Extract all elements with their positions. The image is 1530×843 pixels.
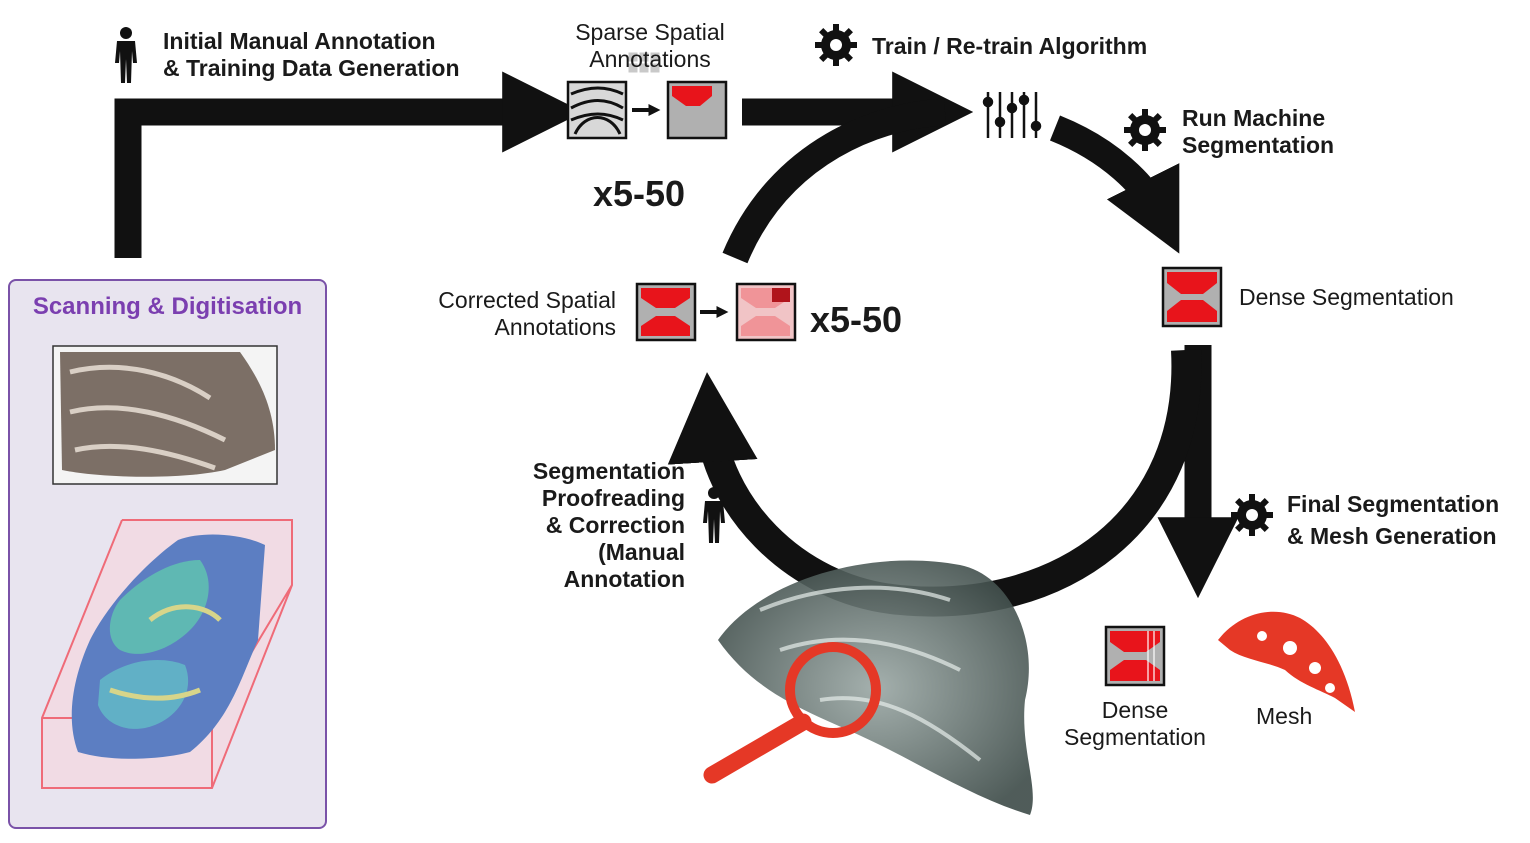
dense-segmentation-output-label: Dense Segmentation xyxy=(1050,697,1220,751)
proofreading-line-2: Proofreading xyxy=(541,485,685,511)
corrected-annotations-label: Corrected Spatial Annotations xyxy=(400,287,616,341)
sparse-label-thumbnail xyxy=(666,80,728,140)
mesh-label: Mesh xyxy=(1256,703,1313,729)
gear-icon-train xyxy=(815,24,857,66)
corrected-before-thumbnail xyxy=(635,282,697,342)
dense-segmentation-label: Dense Segmentation xyxy=(1239,284,1454,310)
sparse-scan-thumbnail xyxy=(566,80,628,140)
gear-icon-run xyxy=(1124,109,1166,151)
corrected-annotations-line-2: Annotations xyxy=(494,314,616,340)
run-machine-line-2: Segmentation xyxy=(1182,132,1335,158)
final-segmentation-label: Final Segmentation & Mesh Generation xyxy=(1287,488,1499,552)
initial-annotation-line-2: & Training Data Generation xyxy=(163,55,460,81)
proofreading-line-4: (Manual xyxy=(598,539,685,565)
corrected-after-thumbnail xyxy=(735,282,797,342)
multiplier-top: x5-50 xyxy=(593,173,686,214)
sparse-annotations-line-2: Annotations xyxy=(589,46,711,72)
dense-segmentation-thumbnail xyxy=(1161,266,1223,328)
input-arrow xyxy=(114,71,584,258)
proofreading-line-1: Segmentation xyxy=(532,458,685,484)
retrain-arc xyxy=(722,98,946,264)
final-segmentation-line-1: Final Segmentation xyxy=(1287,491,1500,517)
proofreading-label: Segmentation Proofreading & Correction (… xyxy=(470,458,685,593)
proofreading-line-5: Annotation xyxy=(563,566,685,592)
dense-output-line-2: Segmentation xyxy=(1064,724,1206,750)
sparse-annotations-label: Sparse Spatial Annotations xyxy=(560,19,740,73)
gear-icon-final xyxy=(1231,494,1273,536)
multiplier-mid: x5-50 xyxy=(810,299,903,340)
person-icon-top xyxy=(115,27,137,83)
scan-photo-image xyxy=(52,345,278,485)
dense-output-line-1: Dense xyxy=(1101,697,1169,723)
mesh-image xyxy=(1218,611,1355,712)
sparse-annotations-line-1: Sparse Spatial xyxy=(575,19,725,45)
proofreading-line-3: & Correction xyxy=(545,512,685,538)
run-machine-line-1: Run Machine xyxy=(1182,105,1326,131)
person-icon-proofread xyxy=(703,487,725,543)
cube-icon xyxy=(627,51,661,74)
initial-annotation-label: Initial Manual Annotation & Training Dat… xyxy=(163,28,460,82)
sliders-icon xyxy=(982,92,1042,138)
train-label: Train / Re-train Algorithm xyxy=(872,33,1148,59)
corrected-annotations-line-1: Corrected Spatial xyxy=(438,287,616,313)
initial-annotation-line-1: Initial Manual Annotation xyxy=(163,28,436,54)
magnifier-icon xyxy=(703,642,881,784)
run-machine-label: Run Machine Segmentation xyxy=(1182,105,1334,159)
final-dense-thumbnail xyxy=(1104,625,1166,687)
final-segmentation-line-2: & Mesh Generation xyxy=(1287,523,1497,549)
scan-volume-image xyxy=(41,519,293,789)
run-segmentation-arrow xyxy=(1049,115,1180,254)
